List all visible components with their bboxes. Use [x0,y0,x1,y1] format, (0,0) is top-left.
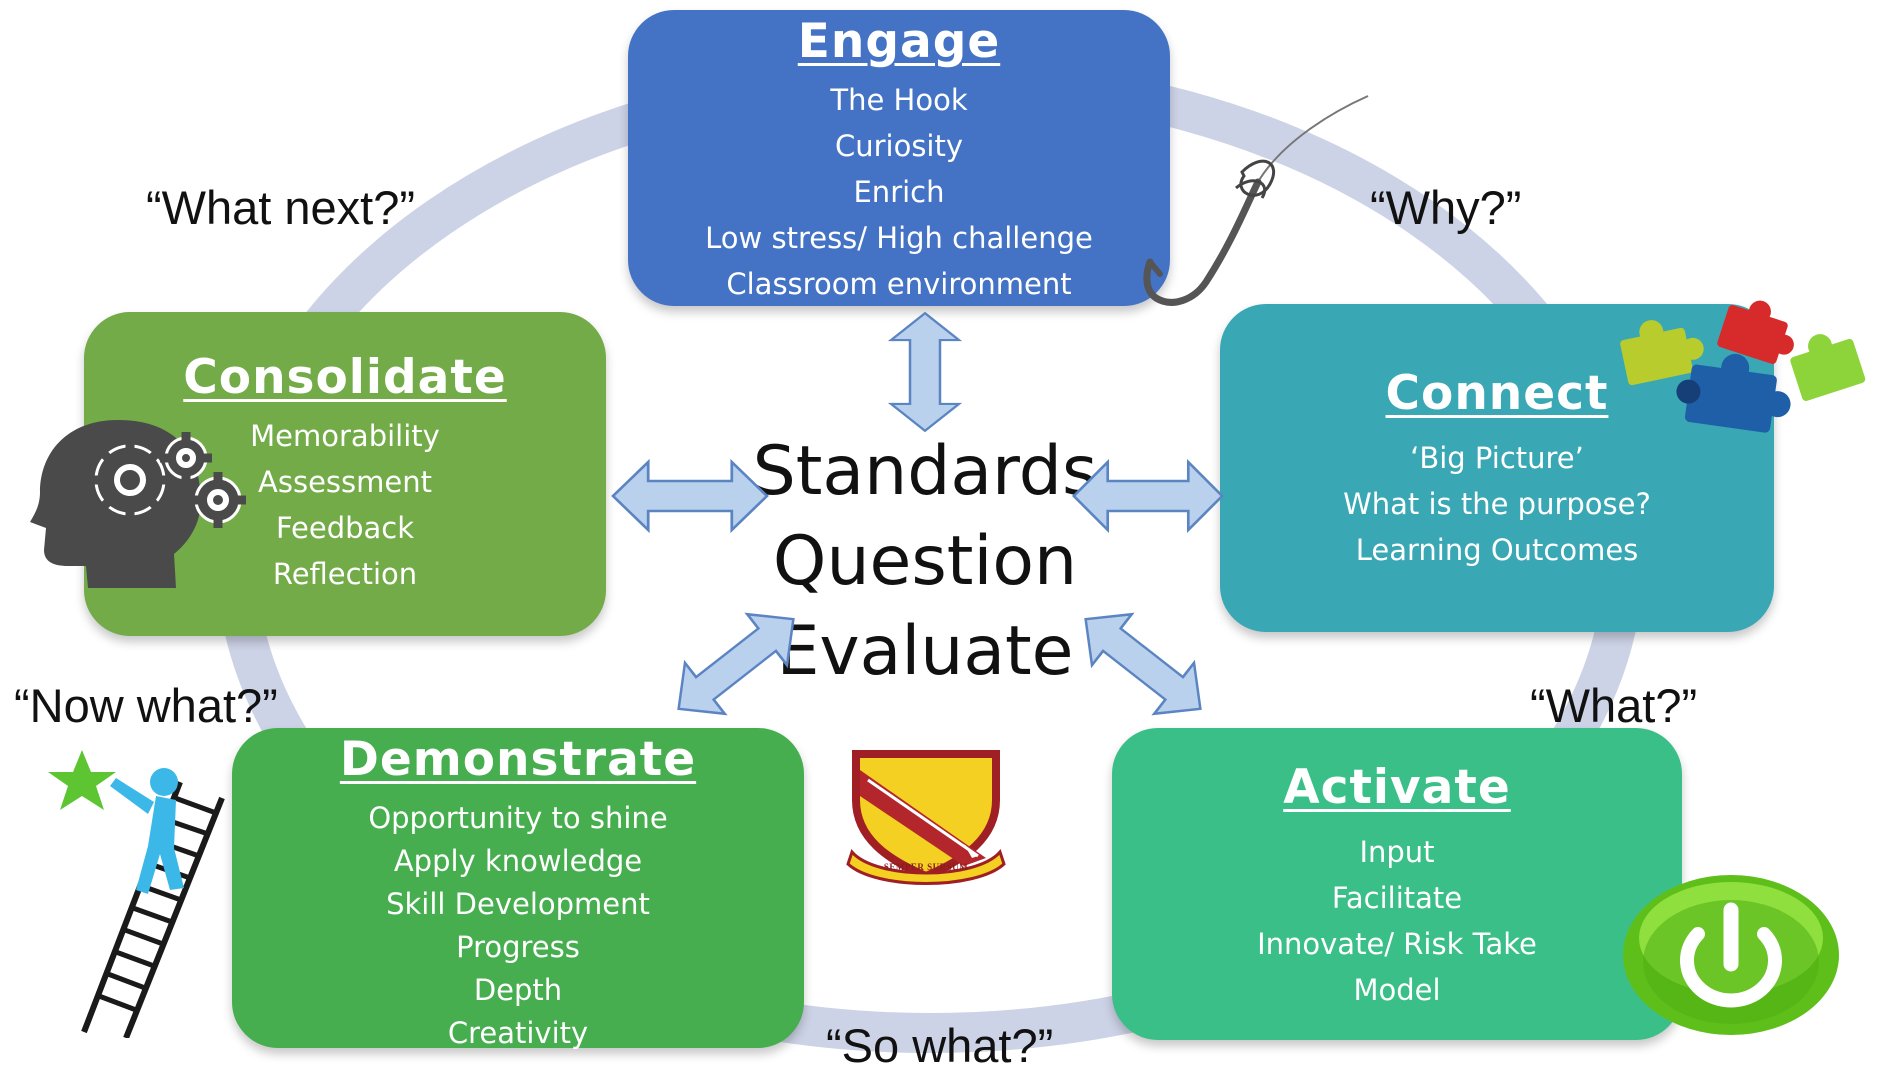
double-arrow-consolidate [611,460,769,532]
activate-item: Innovate/ Risk Take [1257,927,1537,961]
demonstrate-item: Creativity [447,1016,589,1050]
center-word-standards: Standards [752,432,1098,511]
demonstrate-item: Apply knowledge [393,844,643,878]
head-gears-icon [30,420,246,588]
engage-item: Classroom environment [726,267,1072,301]
demonstrate-stage-box: Demonstrate Opportunity to shine Apply k… [232,728,804,1050]
engage-item: Enrich [853,175,945,209]
connect-title: Connect [1385,366,1609,421]
double-arrow-activate [1064,592,1222,736]
connect-item: ‘Big Picture’ [1410,441,1584,475]
activate-item: Input [1359,835,1435,869]
demonstrate-title: Demonstrate [339,732,697,787]
demonstrate-item: Skill Development [386,887,650,921]
consolidate-item: Memorability [250,419,440,453]
question-what: “What?” [1530,679,1698,732]
question-what-next: “What next?” [146,181,416,234]
power-button-icon [1623,875,1839,1035]
demonstrate-item: Opportunity to shine [368,801,668,835]
activate-stage-box: Activate Input Facilitate Innovate/ Risk… [1112,728,1682,1040]
question-why: “Why?” [1370,181,1522,234]
connect-item: Learning Outcomes [1355,533,1639,567]
double-arrow-demonstrate [657,592,815,736]
activate-item: Facilitate [1331,881,1463,915]
demonstrate-item: Progress [456,930,580,964]
crest-motto: SEMPER SURSUM [883,862,969,872]
activate-title: Activate [1283,760,1511,815]
consolidate-title: Consolidate [183,350,507,405]
fish-hook-icon [1143,95,1369,306]
engage-stage-box: Engage The Hook Curiosity Enrich Low str… [628,10,1170,306]
ladder-star-icon [48,750,225,1038]
consolidate-item: Reflection [272,557,418,591]
engage-title: Engage [797,14,1001,69]
activate-item: Model [1353,973,1441,1007]
puzzle-pieces-icon [1620,300,1866,433]
connect-item: What is the purpose? [1343,487,1651,521]
consolidate-item: Assessment [258,465,432,499]
consolidate-item: Feedback [275,511,415,545]
question-now-what: “Now what?” [14,679,278,732]
engage-item: Low stress/ High challenge [705,221,1093,255]
connect-stage-box: Connect ‘Big Picture’ What is the purpos… [1220,304,1774,632]
center-word-question: Question [772,522,1078,601]
demonstrate-item: Depth [473,973,563,1007]
double-arrow-connect [1072,460,1224,532]
engage-item: The Hook [830,83,968,117]
question-so-what: “So what?” [826,1019,1054,1072]
center-word-evaluate: Evaluate [776,612,1074,691]
double-arrow-engage [889,311,961,433]
school-crest-icon [846,750,1006,885]
engage-item: Curiosity [834,129,964,163]
